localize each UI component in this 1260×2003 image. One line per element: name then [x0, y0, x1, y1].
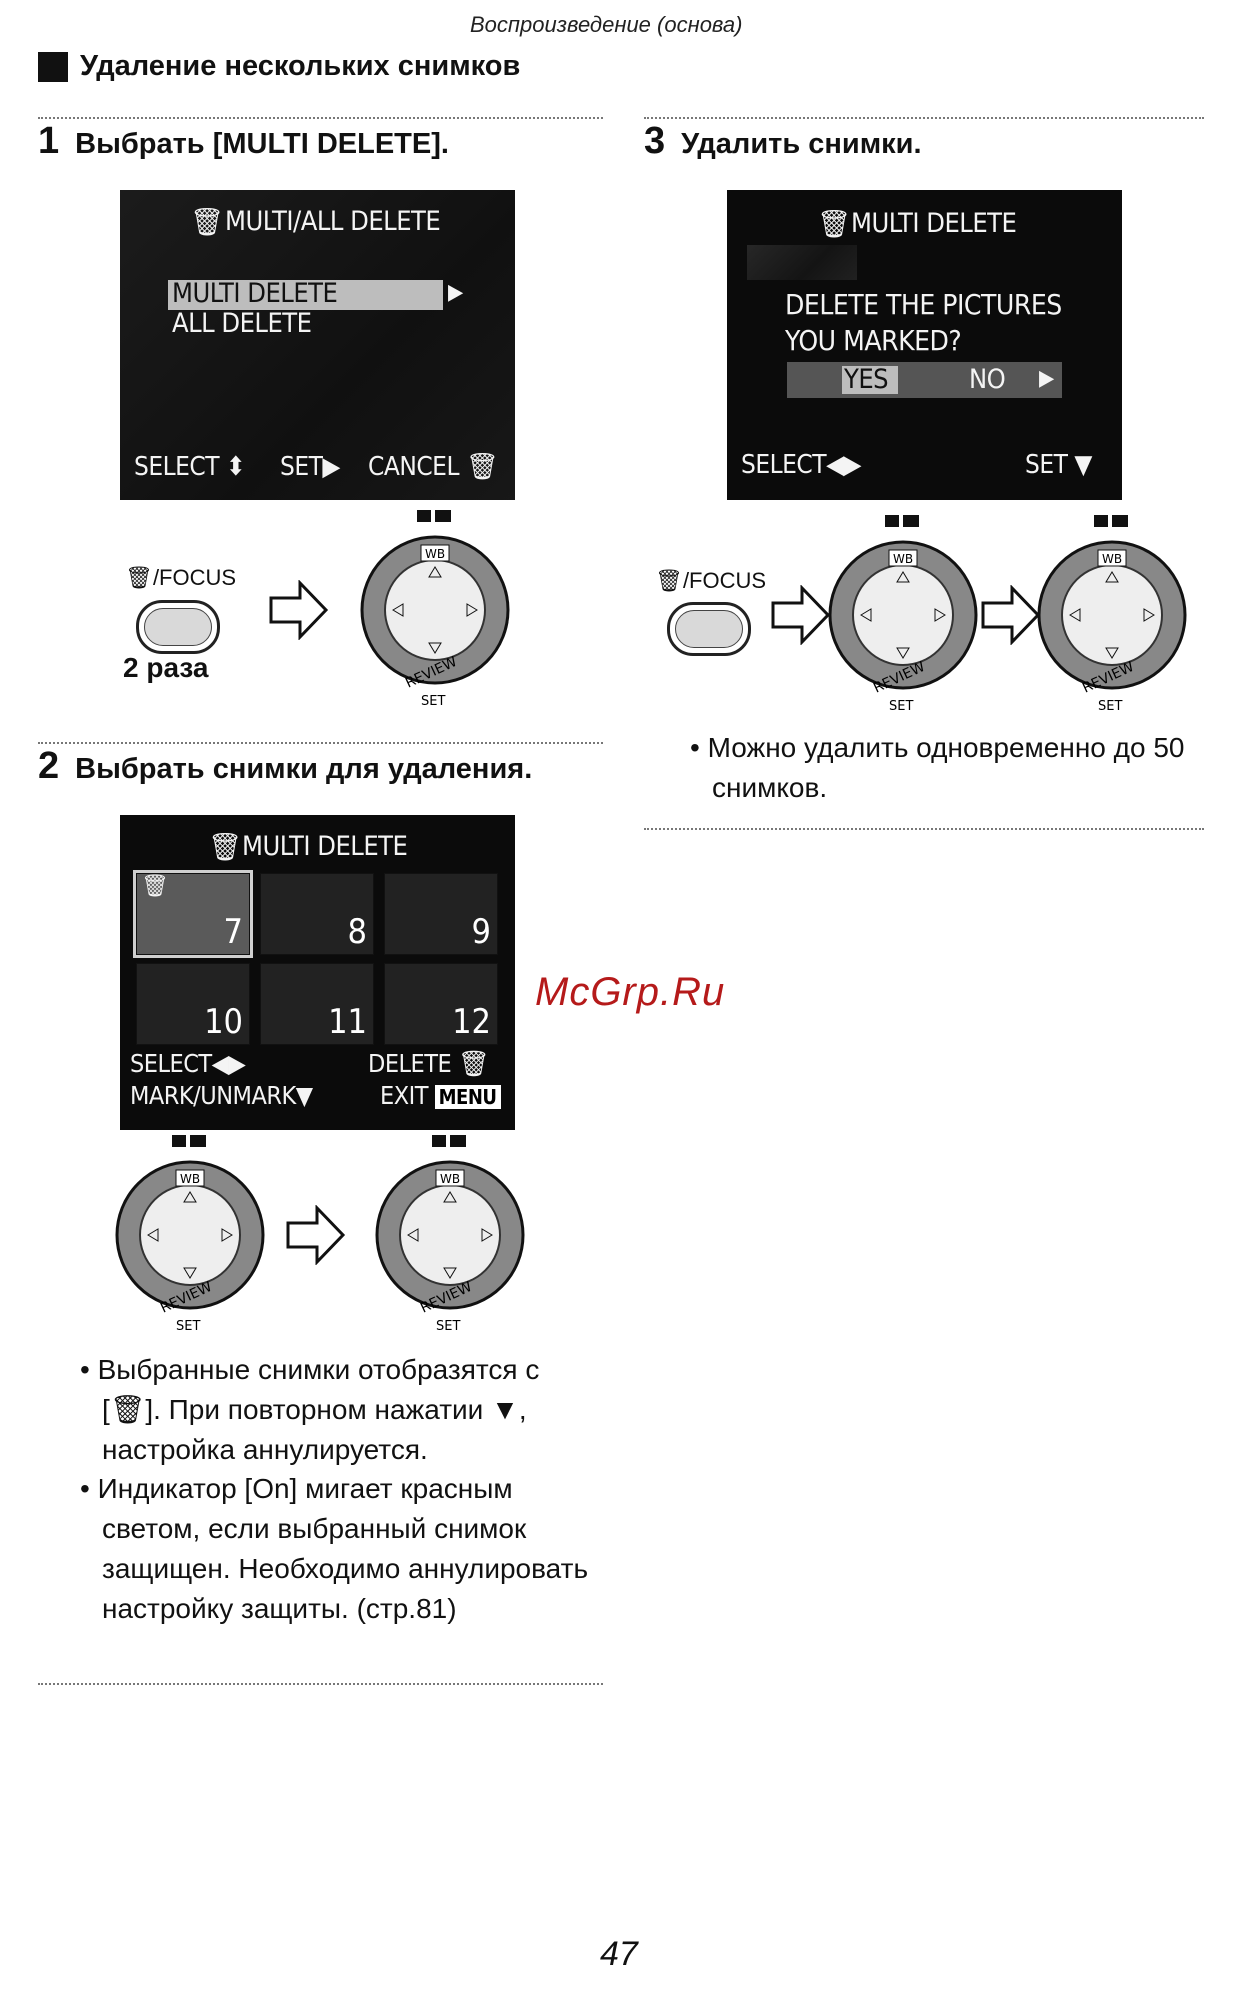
divider [38, 742, 603, 744]
focus-label: 🗑/FOCUS [125, 565, 237, 590]
right-arrow-icon [286, 1205, 346, 1265]
step-1-heading: 1 Выбрать [MULTI DELETE]. [38, 120, 449, 163]
thumb-9[interactable]: 9 [384, 873, 498, 955]
right-arrow-icon [771, 585, 831, 645]
svg-text:WB: WB [180, 1172, 200, 1186]
divider [38, 1683, 603, 1685]
thumb-8[interactable]: 8 [260, 873, 374, 955]
divider [644, 117, 1204, 119]
menu-item-multi-delete: MULTI DELETE [172, 278, 338, 309]
footer-select: SELECT◀▶ [741, 450, 862, 480]
svg-text:SET: SET [176, 1319, 200, 1334]
control-dial[interactable]: WB REVIEW SET [1032, 510, 1192, 720]
trash-icon: 🗑 [190, 207, 224, 238]
focus-label: 🗑/FOCUS [655, 568, 767, 593]
choice-yes[interactable]: YES [844, 364, 889, 395]
footer-select: SELECT◀▶ [130, 1049, 246, 1078]
step-3-heading: 3 Удалить снимки. [644, 120, 922, 163]
control-dial[interactable]: WB REVIEW SET [823, 510, 983, 720]
section-title-text: Удаление нескольких снимков [80, 50, 521, 82]
screen-title: MULTI DELETE [242, 831, 408, 862]
footer-cancel: CANCEL 🗑 [368, 452, 499, 482]
thumb-11[interactable]: 11 [260, 963, 374, 1045]
menu-icon: MENU [434, 1085, 501, 1109]
trash-icon: 🗑 [208, 832, 242, 863]
thumb-7[interactable]: 🗑7 [133, 870, 253, 958]
step-2-notes: • Выбранные снимки отобразятся с [🗑]. Пр… [80, 1350, 600, 1628]
svg-text:SET: SET [1098, 699, 1122, 714]
right-arrow-icon: ▶ [1039, 366, 1054, 391]
note-item: • Можно удалить одновременно до 50 снимк… [690, 732, 1185, 803]
focus-button[interactable] [667, 602, 751, 656]
yes-highlight [842, 366, 898, 394]
step-title: Удалить снимки. [681, 128, 922, 160]
screen-confirm-delete: 🗑 MULTI DELETE DELETE THE PICTURES YOU M… [727, 190, 1122, 500]
screen-multi-delete-thumbs: 🗑 MULTI DELETE 🗑7 8 9 10 11 12 SELECT◀▶ … [120, 815, 515, 1130]
footer-set: SET▶ [280, 452, 340, 482]
step-title: Выбрать [MULTI DELETE]. [75, 128, 449, 160]
screen-title: MULTI/ALL DELETE [225, 206, 441, 237]
menu-item-all-delete: ALL DELETE [172, 308, 312, 339]
control-dial[interactable]: WB REVIEW SET [355, 505, 515, 715]
svg-text:SET: SET [421, 694, 445, 709]
control-dial[interactable]: WB REVIEW SET [110, 1130, 270, 1340]
right-arrow-icon: ▶ [448, 280, 463, 305]
svg-text:SET: SET [436, 1319, 460, 1334]
svg-text:WB: WB [1102, 552, 1122, 566]
section-title: Удаление нескольких снимков [38, 50, 520, 83]
footer-set: SET ▼ [1025, 450, 1092, 480]
press-twice-label: 2 раза [123, 652, 209, 683]
focus-button[interactable] [136, 600, 220, 654]
footer-mark: MARK/UNMARK▼ [130, 1081, 313, 1110]
section-square-icon [38, 51, 68, 82]
svg-text:WB: WB [425, 547, 445, 561]
svg-text:WB: WB [440, 1172, 460, 1186]
step-number: 3 [644, 120, 666, 162]
running-header: Воспроизведение (основа) [470, 12, 743, 37]
step-2-heading: 2 Выбрать снимки для удаления. [38, 745, 532, 788]
thumb-10[interactable]: 10 [136, 963, 250, 1045]
screen-title: MULTI DELETE [851, 208, 1017, 239]
footer-select: SELECT ⬍ [134, 452, 246, 482]
trash-icon: 🗑 [817, 209, 851, 240]
right-arrow-icon [981, 585, 1041, 645]
question-line: DELETE THE PICTURES [785, 288, 1062, 321]
step-number: 1 [38, 120, 60, 162]
watermark: McGrp.Ru [535, 970, 726, 1014]
svg-text:WB: WB [893, 552, 913, 566]
note-item: • Индикатор [On] мигает красным светом, … [80, 1473, 589, 1624]
question-line: YOU MARKED? [785, 324, 962, 357]
step-3-notes: • Можно удалить одновременно до 50 снимк… [690, 728, 1210, 808]
divider [38, 117, 603, 119]
footer-exit: EXIT MENU [380, 1081, 501, 1110]
menu-highlight [168, 280, 443, 310]
step-number: 2 [38, 745, 60, 787]
svg-text:SET: SET [889, 699, 913, 714]
footer-delete: DELETE 🗑 [368, 1049, 490, 1078]
step-title: Выбрать снимки для удаления. [75, 753, 533, 785]
page-number: 47 [600, 1935, 638, 1973]
screen-multi-all-delete: 🗑 MULTI/ALL DELETE MULTI DELETE ▶ ALL DE… [120, 190, 515, 500]
divider [644, 828, 1204, 830]
thumb-12[interactable]: 12 [384, 963, 498, 1045]
control-dial[interactable]: WB REVIEW SET [370, 1130, 530, 1340]
note-item: • Выбранные снимки отобразятся с [🗑]. Пр… [80, 1354, 540, 1465]
right-arrow-icon [269, 580, 329, 640]
choice-no[interactable]: NO [969, 364, 1006, 395]
